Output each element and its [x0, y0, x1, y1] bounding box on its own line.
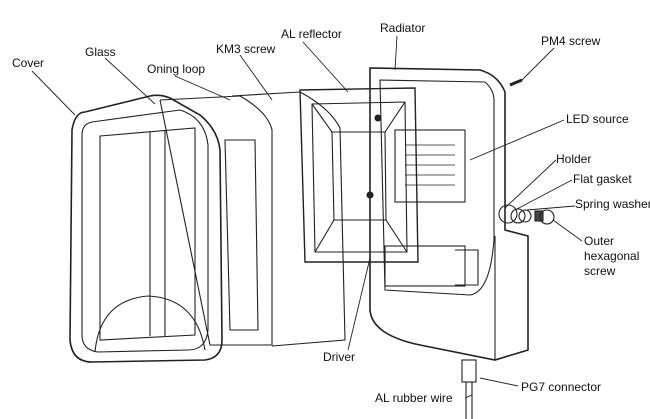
- label-cover: Cover: [12, 56, 45, 70]
- label-glass: Glass: [85, 45, 116, 59]
- radiator-part: [369, 67, 529, 361]
- label-holder: Holder: [556, 152, 592, 166]
- leader-lines: [31, 35, 583, 399]
- label-led-source: LED source: [566, 112, 629, 126]
- label-outer-hexagonal-screw: Outer hexagonal screw: [584, 234, 640, 278]
- glass-part: [159, 95, 273, 346]
- label-km3-screw: KM3 screw: [216, 42, 276, 56]
- label-spring-washer: Spring washer: [575, 197, 650, 211]
- label-driver: Driver: [323, 350, 355, 364]
- al-reflector-part: [299, 87, 419, 263]
- label-pm4-screw: PM4 screw: [541, 34, 601, 48]
- label-al-reflector: AL reflector: [281, 27, 342, 41]
- label-al-rubber-wire: AL rubber wire: [375, 391, 453, 405]
- holder-washer-screw-parts: [498, 204, 555, 225]
- oning-loop-part: [231, 91, 346, 347]
- cover-part: [69, 94, 223, 363]
- label-pg7-connector: PG7 connector: [521, 380, 602, 394]
- pg7-connector-wire-parts: [461, 359, 477, 419]
- label-radiator: Radiator: [380, 21, 426, 35]
- pm4-screw-part: [509, 78, 523, 87]
- label-flat-gasket: Flat gasket: [573, 172, 632, 186]
- label-oning-loop: Oning loop: [147, 62, 206, 76]
